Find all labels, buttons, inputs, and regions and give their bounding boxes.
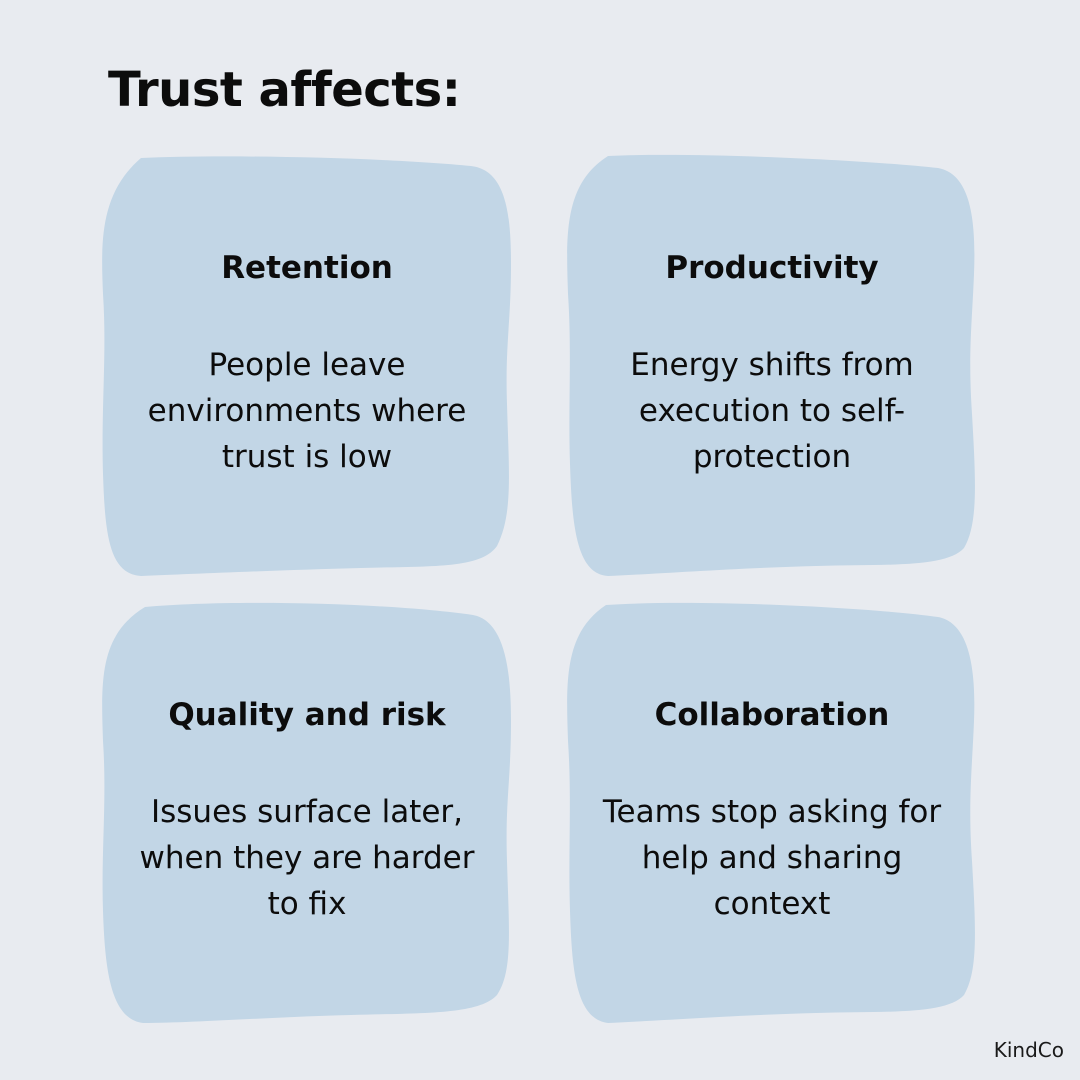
card-title: Collaboration — [654, 697, 890, 733]
card-title: Productivity — [665, 250, 879, 286]
brand-logo-text: KindCo — [993, 1038, 1064, 1062]
card-quality-and-risk: Quality and risk Issues surface later, w… — [101, 601, 513, 1025]
card-body: Teams stop asking for help and sharing c… — [602, 794, 942, 922]
card-background — [567, 602, 975, 1023]
card-body: People leave environments where trust is… — [147, 347, 467, 475]
card-background — [567, 154, 975, 577]
card-title: Quality and risk — [168, 697, 446, 733]
card-productivity: Productivity Energy shifts from executio… — [566, 154, 978, 578]
card-body: Energy shifts from execution to self-pro… — [630, 347, 914, 475]
card-background — [102, 156, 512, 576]
card-background — [102, 602, 511, 1023]
page-title: Trust affects: — [108, 62, 461, 118]
card-retention: Retention People leave environments wher… — [101, 154, 513, 578]
card-body: Issues surface later, when they are hard… — [139, 794, 475, 922]
card-title: Retention — [221, 250, 393, 286]
card-collaboration: Collaboration Teams stop asking for help… — [566, 601, 978, 1025]
